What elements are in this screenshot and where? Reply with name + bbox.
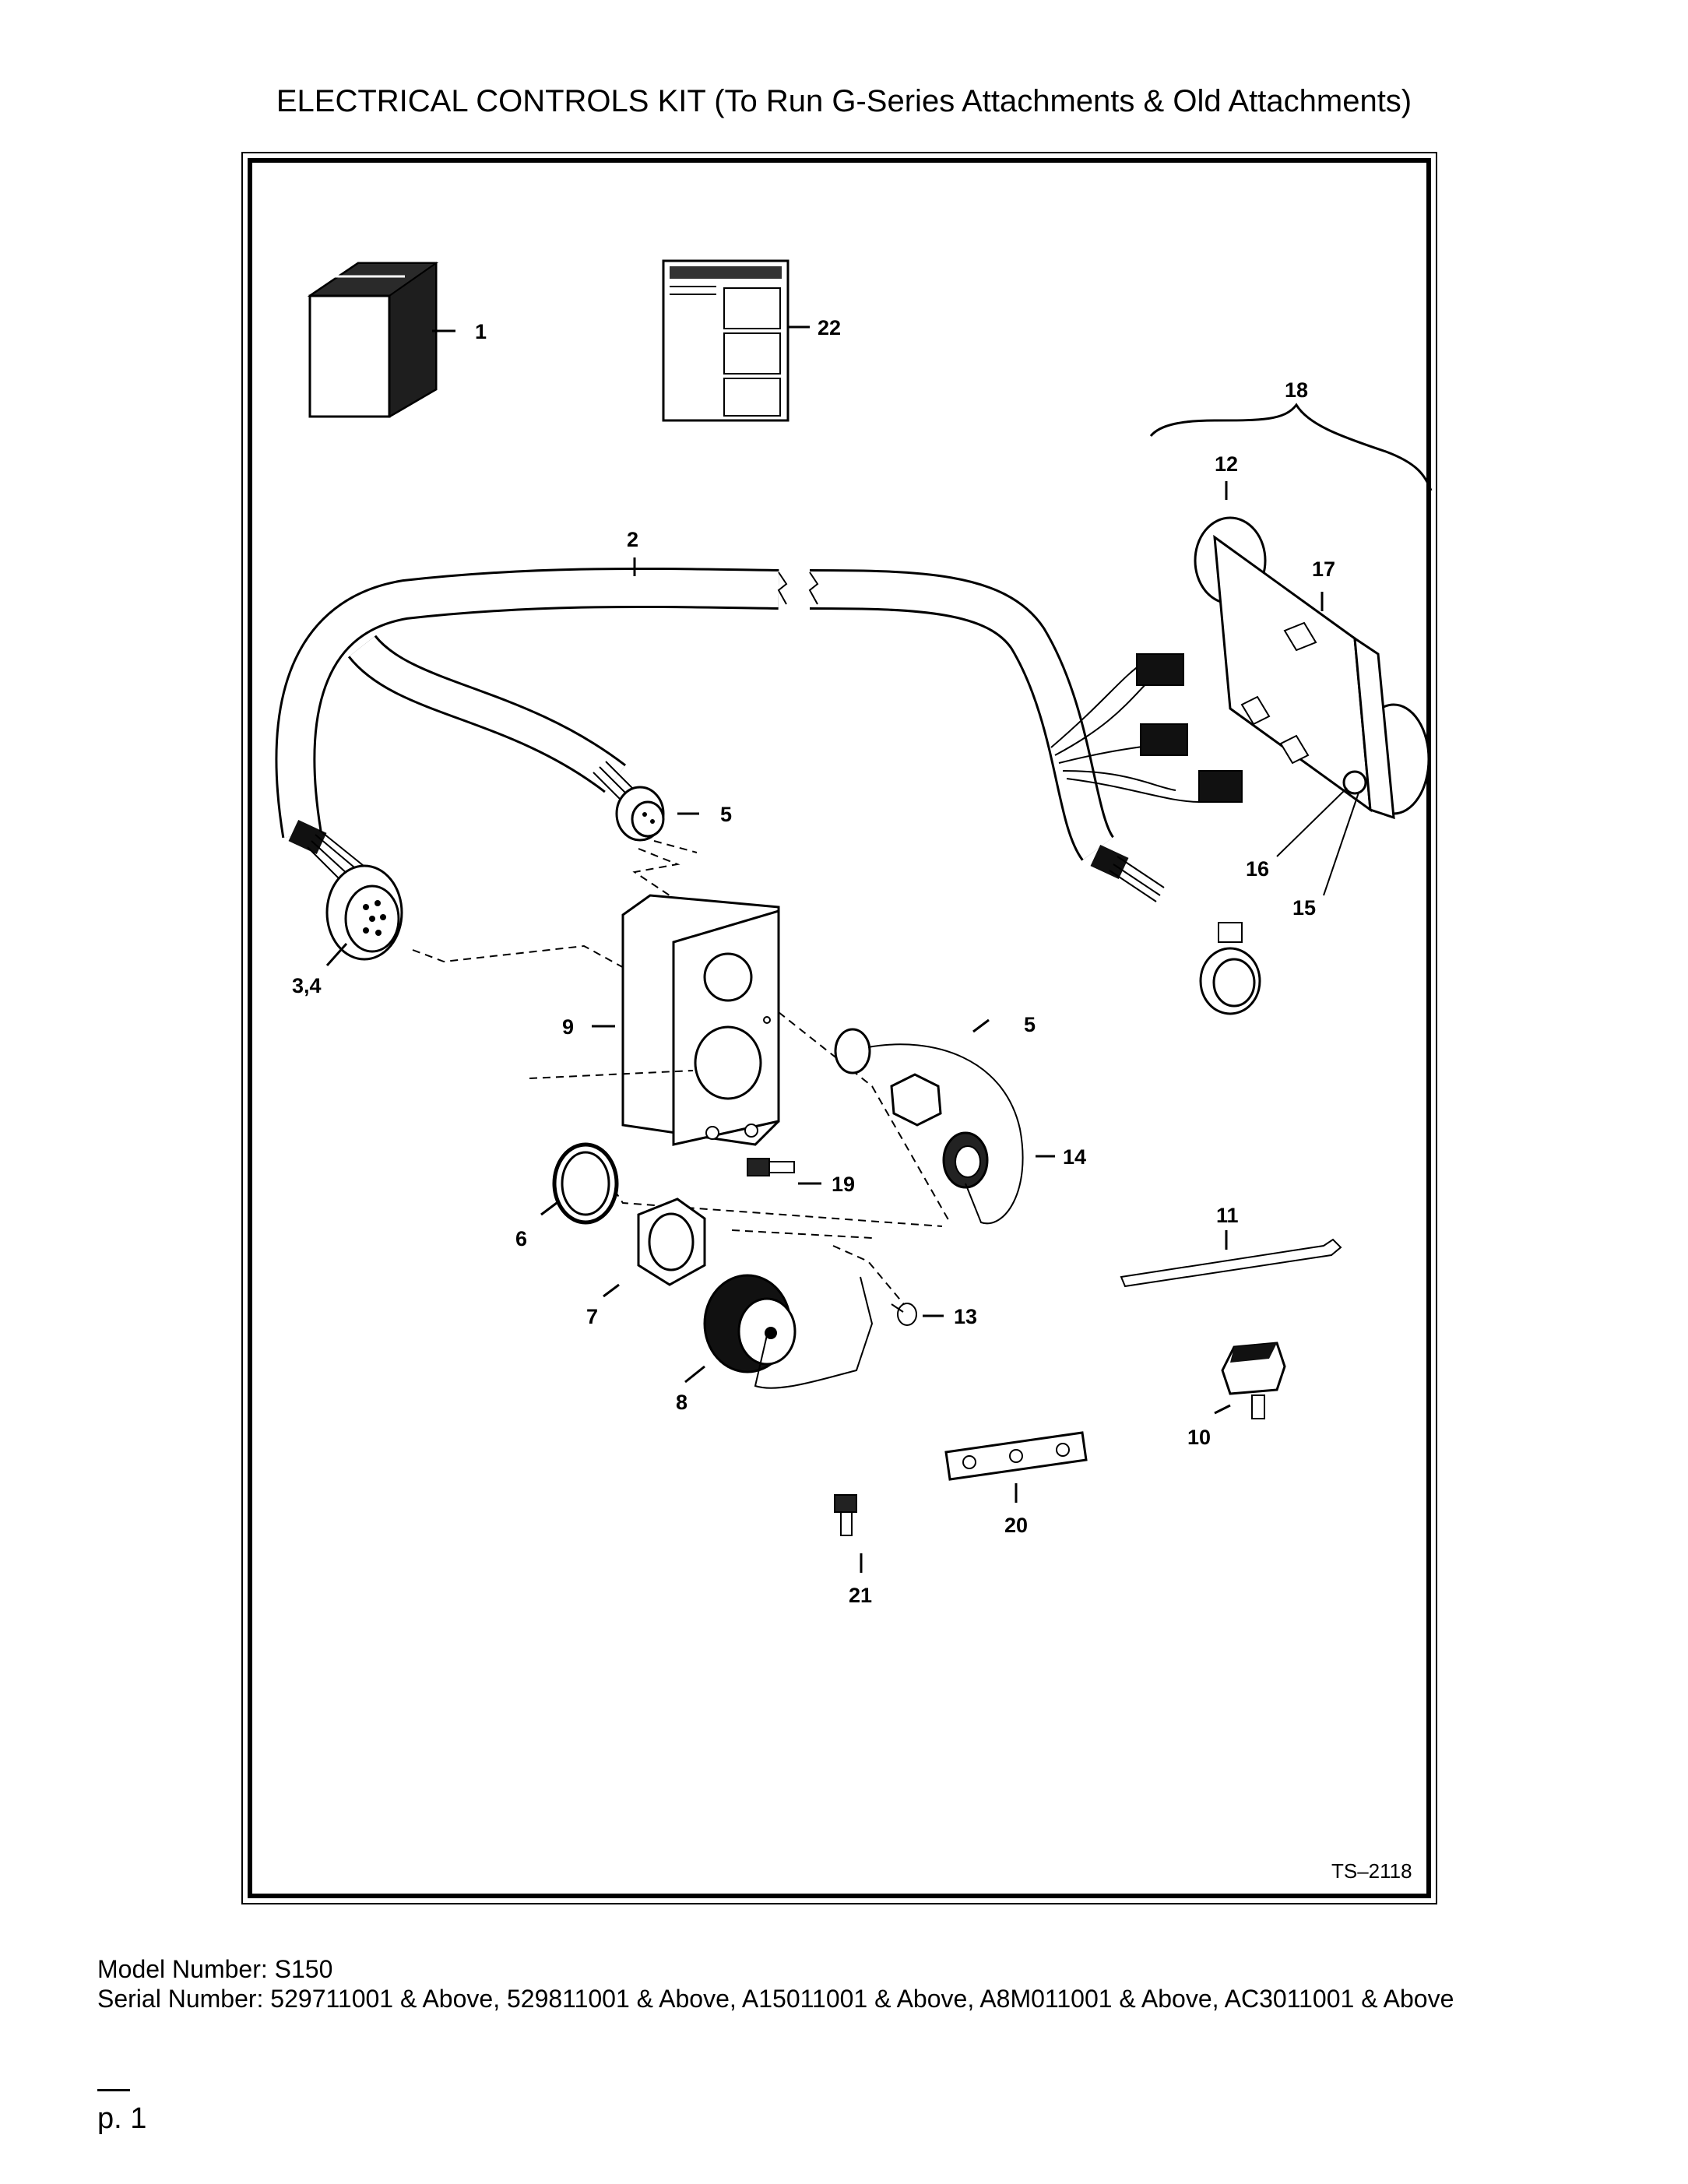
part-8-connector-chain bbox=[703, 1274, 874, 1389]
harness-plugs bbox=[1050, 653, 1243, 803]
callout-13: 13 bbox=[954, 1305, 977, 1328]
diagram-frame bbox=[241, 152, 1437, 1904]
footer: Model Number: S150 Serial Number: 529711… bbox=[97, 1954, 1592, 2013]
part-18-brace bbox=[1149, 403, 1433, 491]
callout-10: 10 bbox=[1187, 1426, 1211, 1449]
callout-5-mid: 5 bbox=[1024, 1013, 1036, 1036]
part-10-knob bbox=[1221, 1342, 1286, 1419]
callout-12: 12 bbox=[1215, 452, 1238, 476]
page-title: ELECTRICAL CONTROLS KIT (To Run G-Series… bbox=[276, 84, 1412, 118]
part-2-harness bbox=[275, 567, 1115, 861]
part-11-cable-tie bbox=[1120, 1238, 1342, 1288]
part-7-hex-nut bbox=[637, 1198, 706, 1286]
callout-21: 21 bbox=[849, 1584, 872, 1607]
part-13-screw bbox=[891, 1303, 917, 1326]
part-1-box bbox=[307, 262, 439, 418]
callout-11: 11 bbox=[1216, 1204, 1239, 1227]
harness-end-connector bbox=[1090, 844, 1261, 1015]
model-number: Model Number: S150 bbox=[97, 1955, 333, 1983]
part-20-plate bbox=[944, 1431, 1088, 1481]
callout-22: 22 bbox=[818, 316, 841, 339]
callout-15: 15 bbox=[1292, 896, 1316, 920]
callout-2: 2 bbox=[627, 528, 638, 551]
serial-number: Serial Number: 529711001 & Above, 529811… bbox=[97, 1985, 1454, 2013]
callout-7: 7 bbox=[586, 1305, 598, 1328]
callout-18: 18 bbox=[1285, 378, 1308, 402]
callout-20: 20 bbox=[1004, 1514, 1028, 1537]
callout-9: 9 bbox=[562, 1015, 574, 1039]
part-5-connector bbox=[593, 761, 665, 842]
part-21-bolt bbox=[834, 1494, 857, 1536]
part-12-bracket bbox=[1194, 516, 1430, 820]
callout-1: 1 bbox=[475, 320, 487, 343]
part-3-4-connector bbox=[288, 819, 403, 961]
callout-8: 8 bbox=[676, 1391, 688, 1414]
part-19-screw bbox=[747, 1158, 795, 1176]
part-6-seal-ring bbox=[552, 1142, 619, 1225]
callout-3-4: 3,4 bbox=[292, 974, 322, 997]
callout-19: 19 bbox=[832, 1173, 855, 1196]
figure-number: TS–2118 bbox=[1331, 1859, 1412, 1883]
callout-5-top: 5 bbox=[720, 803, 732, 826]
callout-16: 16 bbox=[1246, 857, 1269, 881]
page-divider bbox=[97, 2089, 130, 2091]
part-14-cap-chain bbox=[867, 1043, 1024, 1225]
callout-14: 14 bbox=[1063, 1145, 1086, 1169]
part-22-instruction-sheet bbox=[662, 259, 789, 422]
callout-6: 6 bbox=[515, 1227, 527, 1250]
callout-17: 17 bbox=[1312, 557, 1335, 581]
page-number: p. 1 bbox=[97, 2102, 147, 2135]
part-5-cap bbox=[834, 1028, 871, 1074]
part-9-mount-box bbox=[621, 894, 780, 1146]
